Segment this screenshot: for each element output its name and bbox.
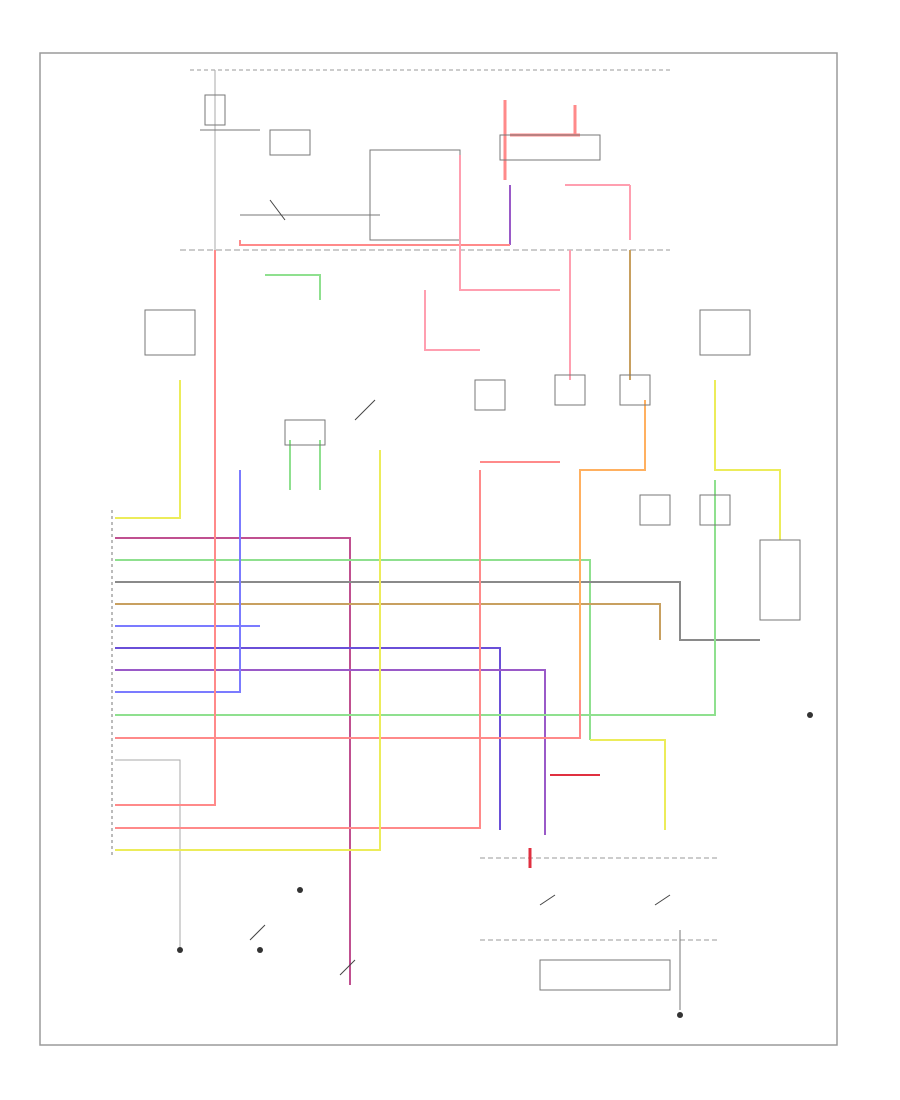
wire-purple-2 <box>115 669 546 835</box>
ground-point <box>297 887 303 893</box>
fuse-box-left <box>144 309 196 356</box>
ground-symbols <box>177 712 813 1018</box>
wire-red-2 <box>115 470 481 829</box>
hazard-switch-assembly <box>499 100 631 245</box>
wire-brown-1 <box>115 603 661 640</box>
ground-point <box>677 1012 683 1018</box>
wire-green-2 <box>115 480 716 716</box>
wire-green-1 <box>115 559 591 740</box>
wire-yellow-1 <box>115 380 181 519</box>
lamp-assemblies <box>144 309 801 621</box>
top-power-bus <box>180 69 670 805</box>
lamp-rear-right <box>699 494 731 526</box>
relay-box <box>369 149 461 241</box>
wire-purple-1 <box>115 537 351 985</box>
center-wires <box>239 155 781 830</box>
wire-blue-2 <box>115 470 241 693</box>
lamp-right-front <box>619 374 651 406</box>
diagram-frame <box>39 52 838 1046</box>
wire-red-1 <box>115 250 216 806</box>
lamp-left-front <box>554 374 586 406</box>
fuse-block-left <box>200 94 380 216</box>
lamp-rear-left <box>639 494 671 526</box>
wire-violet-1 <box>115 647 501 830</box>
switch-symbols <box>249 199 671 976</box>
ground-point <box>257 947 263 953</box>
wire-yellow-2 <box>115 450 381 851</box>
module-right <box>759 539 801 621</box>
fuse-box-right <box>699 309 751 356</box>
lamp-side-marker <box>474 379 506 411</box>
flasher-unit <box>284 419 326 446</box>
ground-point <box>177 947 183 953</box>
harness-wires <box>115 250 760 985</box>
wire-gray-2 <box>115 759 181 950</box>
bottom-connector-section <box>480 774 720 1010</box>
wire-gray-1 <box>115 581 760 641</box>
ground-point <box>807 712 813 718</box>
